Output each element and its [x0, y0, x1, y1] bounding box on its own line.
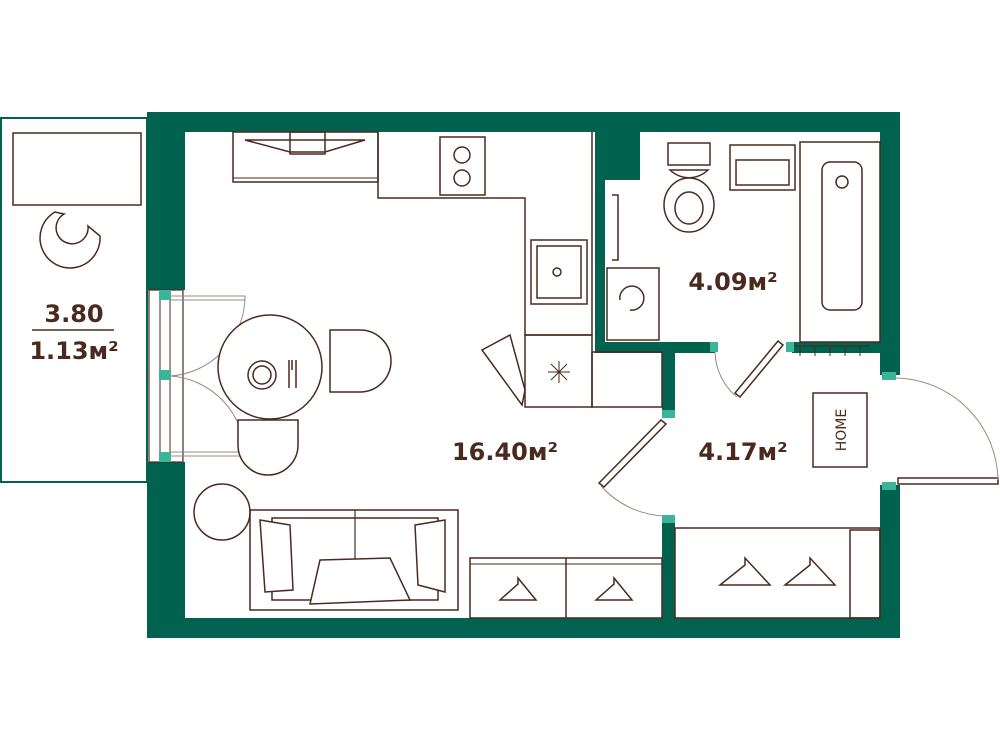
doormat-text: HOME	[834, 409, 850, 451]
sofa	[249, 509, 459, 611]
kitchen	[232, 131, 663, 408]
dining-table	[217, 314, 323, 420]
bathtub	[799, 141, 881, 343]
stove	[439, 136, 486, 196]
towel-rail	[612, 194, 619, 261]
bathroom	[606, 141, 881, 356]
entrance-door	[897, 477, 999, 485]
sink	[729, 144, 796, 191]
hanger-icon	[717, 556, 837, 586]
oven-door	[480, 333, 526, 407]
kitchen-sink	[530, 239, 588, 305]
balcony-chair	[39, 211, 101, 269]
hallway-area: 4.17м²	[698, 438, 787, 466]
doors[interactable]	[597, 339, 999, 523]
room-door	[597, 418, 668, 489]
balcony[interactable]: 3.80 1.13м²	[0, 117, 148, 483]
chair	[237, 419, 299, 476]
doormat: HOME	[812, 392, 868, 468]
washing-machine	[606, 267, 660, 341]
wardrobe	[469, 527, 881, 619]
hanger-icon	[498, 575, 634, 601]
balcony-area: 1.13м²	[29, 337, 118, 365]
dining-set	[193, 314, 392, 541]
balcony-table	[12, 132, 142, 206]
plant	[193, 483, 251, 541]
bathroom-area: 4.09м²	[688, 268, 777, 296]
balcony-length: 3.80	[44, 300, 103, 328]
walls	[147, 112, 900, 638]
bathroom-door	[733, 339, 785, 399]
toilet	[667, 142, 711, 166]
countertop	[377, 132, 593, 336]
living-room-area: 16.40м²	[452, 438, 558, 466]
chair	[329, 329, 392, 393]
